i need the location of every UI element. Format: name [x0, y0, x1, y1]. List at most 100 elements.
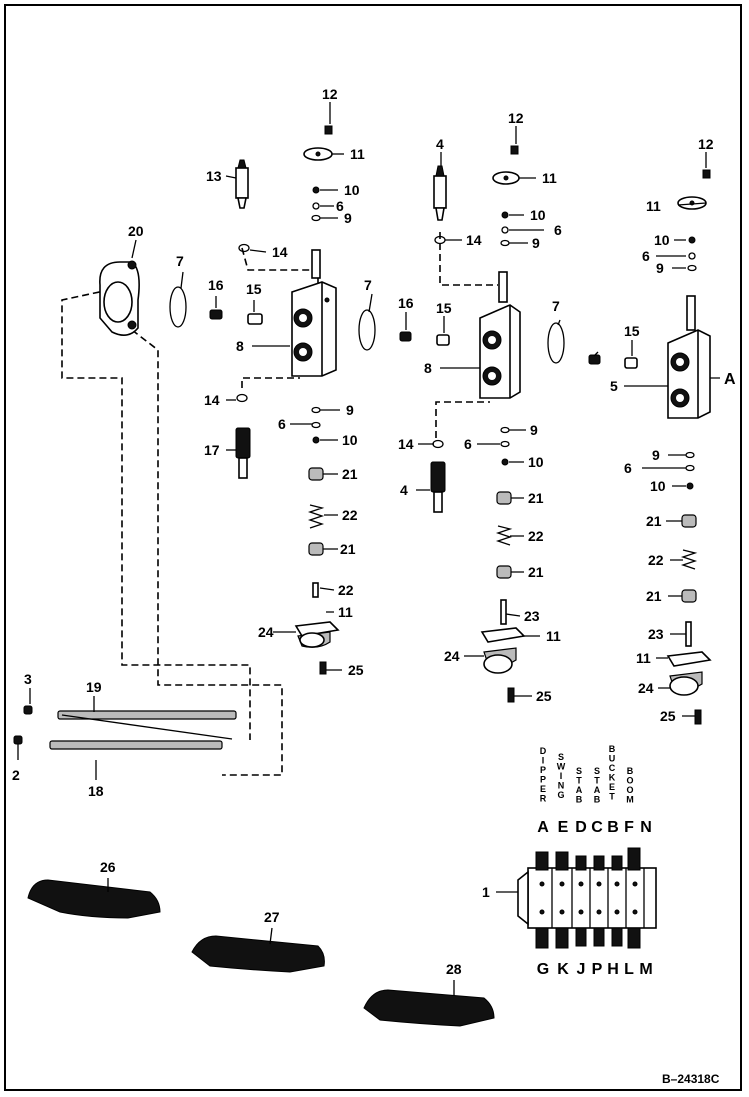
- callout: 15: [246, 281, 262, 297]
- leader-lines: [17, 102, 720, 996]
- callout: 18: [88, 783, 104, 799]
- callout: 2: [12, 767, 20, 783]
- callout: 14: [398, 436, 414, 452]
- callout: 21: [528, 564, 544, 580]
- callout: 9: [656, 260, 664, 276]
- callout: 10: [344, 182, 360, 198]
- callout: 25: [348, 662, 364, 678]
- callout: 21: [646, 513, 662, 529]
- port-letter: C: [591, 819, 603, 836]
- callout: 3: [24, 671, 32, 687]
- callout: A: [724, 371, 736, 388]
- callout: 10: [342, 432, 358, 448]
- port-letter: M: [639, 961, 652, 978]
- port-letter: L: [624, 961, 634, 978]
- callouts-rods-decals: 3 19 2 18 26 27 28 1: [12, 671, 490, 977]
- callout: 11: [350, 146, 365, 162]
- callout: 9: [346, 402, 354, 418]
- callout: 14: [466, 232, 482, 248]
- callout: 22: [528, 528, 544, 544]
- callout: 6: [624, 460, 632, 476]
- end-housing: [99, 260, 140, 336]
- port-letter: F: [624, 819, 634, 836]
- callout: 6: [554, 222, 562, 238]
- callout: 14: [272, 244, 288, 260]
- port-letter: P: [592, 961, 603, 978]
- seal-ring-3: [547, 322, 565, 364]
- port-letter: J: [577, 961, 586, 978]
- callout: 10: [528, 454, 544, 470]
- callout: 16: [208, 277, 224, 293]
- callout: 1: [482, 884, 490, 900]
- callout: 28: [446, 961, 462, 977]
- port-letter: N: [640, 819, 652, 836]
- decals: [27, 879, 495, 1027]
- callout: 25: [660, 708, 676, 724]
- callout: 11: [646, 198, 661, 214]
- callout: 22: [338, 582, 354, 598]
- callout: 21: [528, 490, 544, 506]
- callout: 8: [236, 338, 244, 354]
- callout: 13: [206, 168, 222, 184]
- callout: 24: [638, 680, 654, 696]
- callout: 10: [654, 232, 670, 248]
- port-letter: A: [537, 819, 549, 836]
- seal-ring-1: [169, 286, 187, 328]
- callout: 6: [464, 436, 472, 452]
- callout: 12: [698, 136, 714, 152]
- callout: 25: [536, 688, 552, 704]
- callout: 24: [258, 624, 274, 640]
- callout: 15: [436, 300, 452, 316]
- callout: 26: [100, 859, 116, 875]
- callout: 7: [552, 298, 560, 314]
- callout: 23: [524, 608, 540, 624]
- port-letter: D: [575, 819, 587, 836]
- callout: 9: [532, 235, 540, 251]
- port-letter: E: [558, 819, 569, 836]
- port-letter: H: [607, 961, 619, 978]
- callout: 20: [128, 223, 144, 239]
- callout: 6: [642, 248, 650, 264]
- drawing-frame: [4, 4, 742, 1091]
- callout: 11: [338, 604, 353, 620]
- tie-rods: [13, 705, 237, 750]
- callouts-section-3: 12 11 10 6 9 7 15 5 A 9 6 10 21 22 21 23…: [552, 136, 736, 724]
- callout: 11: [542, 170, 557, 186]
- callout: 21: [342, 466, 358, 482]
- valve-section-1-parts: [209, 125, 340, 675]
- callout: 9: [530, 422, 538, 438]
- valve-section-2-parts: [399, 145, 526, 703]
- callout: 16: [398, 295, 414, 311]
- callout: 14: [204, 392, 220, 408]
- callout: 6: [278, 416, 286, 432]
- callout: 22: [342, 507, 358, 523]
- callout: 17: [204, 442, 220, 458]
- callout: 21: [340, 541, 356, 557]
- callout: 19: [86, 679, 102, 695]
- callout: 7: [364, 277, 372, 293]
- port-letter: B: [607, 819, 619, 836]
- callouts-section-1: 12 11 13 10 6 9 14 16 15 7 8 20 14 6 9 1…: [128, 86, 365, 678]
- callout: 9: [652, 447, 660, 463]
- port-letter: G: [537, 961, 549, 978]
- callout: 15: [624, 323, 640, 339]
- callouts-section-2: 12 11 4 10 6 9 14 7 16 15 8 9 14 6 10 4 …: [364, 110, 562, 704]
- callout: 8: [424, 360, 432, 376]
- callout: 21: [646, 588, 662, 604]
- callout: 24: [444, 648, 460, 664]
- callout: 7: [176, 253, 184, 269]
- callout: 12: [508, 110, 524, 126]
- callout: 12: [322, 86, 338, 102]
- valve-assembly: [517, 847, 657, 949]
- port-letter: K: [557, 961, 569, 978]
- callout: 5: [610, 378, 618, 394]
- callout: 4: [400, 482, 408, 498]
